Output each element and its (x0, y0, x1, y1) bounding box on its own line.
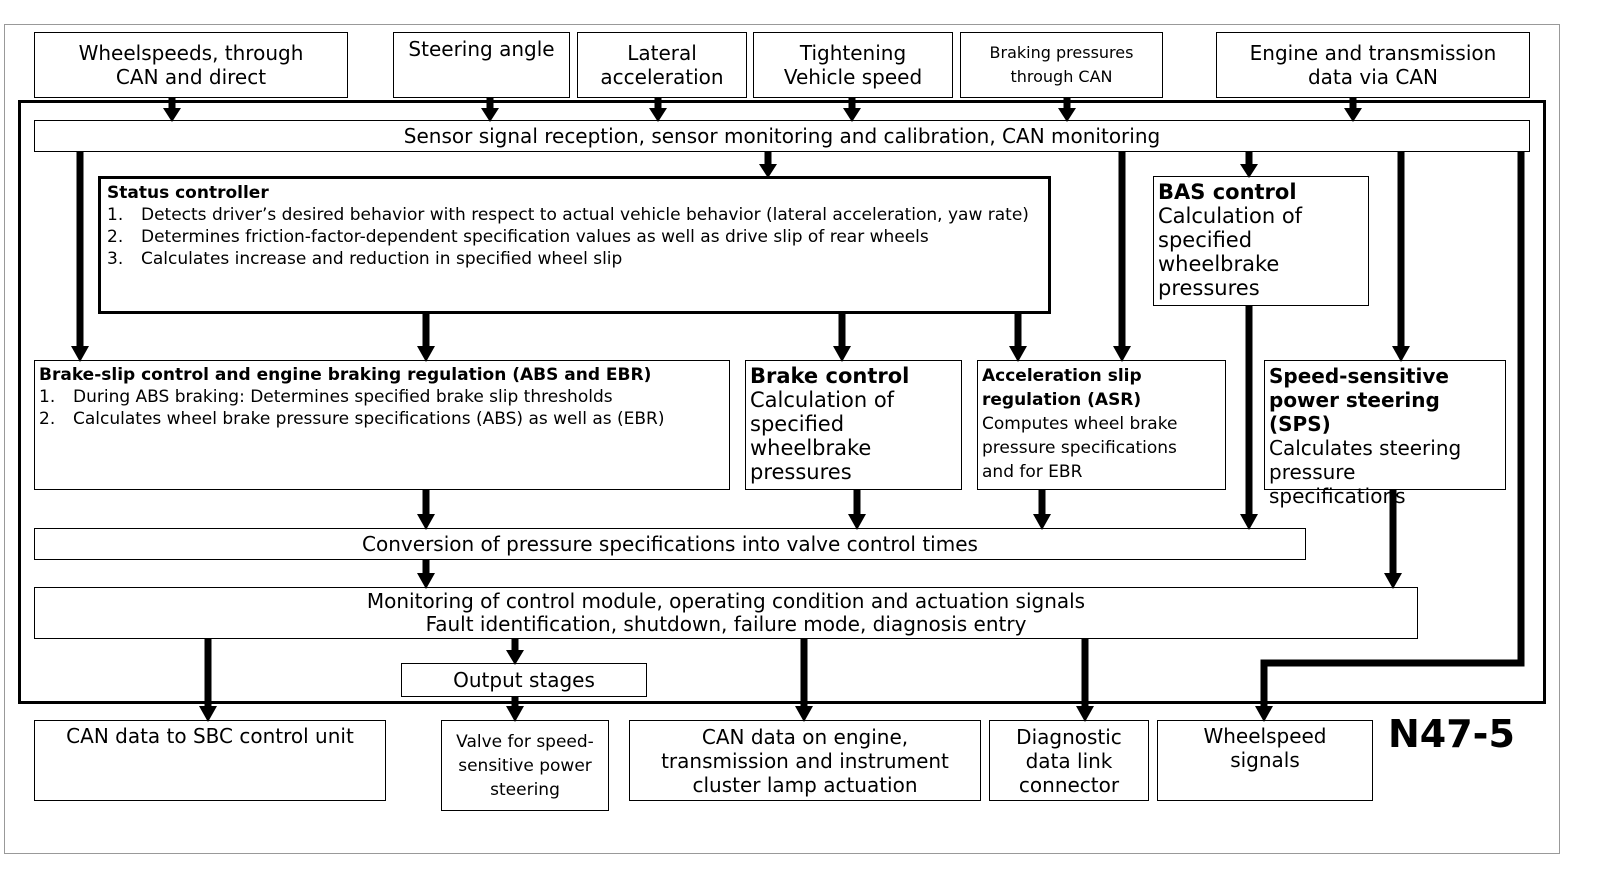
status-item-2: 2. Determines friction-factor-dependent s… (107, 226, 1042, 248)
input-steering-angle: Steering angle (393, 32, 570, 98)
input-braking-pressures: Braking pressures through CAN (960, 32, 1163, 98)
input-tightening-line1: Tightening (799, 41, 907, 65)
input-wheelspeeds: Wheelspeeds, through CAN and direct (34, 32, 348, 98)
bas-line-2: specified (1158, 228, 1253, 252)
abs-item-2: 2. Calculates wheel brake pressure specif… (39, 408, 725, 430)
status-controller-box: Status controller 1. Detects driver’s des… (98, 176, 1051, 314)
sps-line-2: pressure (1269, 460, 1356, 484)
status-controller-title: Status controller (107, 183, 269, 203)
output-wheelspeed-signals: Wheelspeed signals (1157, 720, 1373, 801)
input-lateral-line2: acceleration (600, 65, 724, 89)
brake-line-3: wheelbrake (750, 436, 872, 460)
output-diagnostic-connector: Diagnostic data link connector (989, 720, 1149, 801)
input-wheelspeeds-line2: CAN and direct (115, 65, 267, 89)
output-valve-line2: sensitive power (458, 755, 592, 776)
status-item-2-number: 2. (107, 227, 124, 247)
input-lateral-acceleration: Lateral acceleration (577, 32, 747, 98)
status-item-1-text: Detects driver’s desired behavior with r… (141, 205, 1029, 225)
input-braking-line1: Braking pressures (989, 43, 1134, 62)
output-can-sbc: CAN data to SBC control unit (34, 720, 386, 801)
asr-title-line2: regulation (ASR) (982, 390, 1142, 410)
output-diagnostic-line1: Diagnostic (1016, 724, 1122, 749)
sps-title-line2: power steering (SPS) (1269, 388, 1440, 436)
bas-line-4: pressures (1158, 276, 1260, 300)
asr-line-1: Computes wheel brake (982, 414, 1178, 434)
brake-line-4: pressures (750, 460, 852, 484)
input-lateral-line1: Lateral (627, 41, 697, 65)
input-engine-line2: data via CAN (1307, 65, 1439, 89)
brake-control-box: Brake control Calculation of specified w… (745, 360, 962, 490)
output-valve-sps: Valve for speed- sensitive power steerin… (441, 720, 609, 811)
abs-item-1: 1. During ABS braking: Determines specifi… (39, 386, 725, 408)
monitoring-line2: Fault identification, shutdown, failure … (425, 612, 1027, 636)
conversion-text: Conversion of pressure specifications in… (362, 532, 978, 556)
abs-item-1-number: 1. (39, 387, 56, 407)
brake-control-title: Brake control (750, 364, 910, 388)
status-item-1: 1. Detects driver’s desired behavior with… (107, 204, 1042, 226)
sps-line-1: Calculates steering (1269, 436, 1462, 460)
asr-box: Acceleration slip regulation (ASR) Compu… (977, 360, 1226, 490)
abs-ebr-box: Brake-slip control and engine braking re… (34, 360, 730, 490)
brake-line-2: specified (750, 412, 845, 436)
status-item-1-number: 1. (107, 205, 124, 225)
sensor-reception-bar: Sensor signal reception, sensor monitori… (34, 120, 1530, 152)
input-braking-line2: through CAN (1010, 67, 1113, 86)
output-diagnostic-line3: connector (1018, 772, 1120, 797)
sensor-reception-text: Sensor signal reception, sensor monitori… (403, 124, 1161, 148)
output-can-sbc-text: CAN data to SBC control unit (66, 724, 354, 748)
status-item-3: 3. Calculates increase and reduction in s… (107, 248, 1042, 270)
asr-title-line1: Acceleration slip (982, 366, 1142, 386)
abs-item-2-text: Calculates wheel brake pressure specific… (73, 409, 665, 429)
output-stages-text: Output stages (453, 668, 595, 692)
module-label: N47-5 (1388, 712, 1515, 756)
output-can-engine-line1: CAN data on engine, (701, 724, 909, 749)
input-tightening: Tightening Vehicle speed (753, 32, 953, 98)
bas-line-3: wheelbrake (1158, 252, 1280, 276)
sps-title-line1: Speed-sensitive (1269, 364, 1449, 388)
sps-box: Speed-sensitive power steering (SPS) Cal… (1264, 360, 1506, 508)
brake-line-1: Calculation of (750, 388, 895, 412)
bas-control-box: BAS control Calculation of specified whe… (1153, 176, 1369, 306)
abs-ebr-title: Brake-slip control and engine braking re… (39, 365, 652, 385)
asr-line-3: and for EBR (982, 462, 1083, 482)
status-item-3-text: Calculates increase and reduction in spe… (141, 249, 623, 269)
output-diagnostic-line2: data link (1025, 748, 1113, 773)
status-item-2-text: Determines friction-factor-dependent spe… (141, 227, 929, 247)
output-wheelspeed-line1: Wheelspeed (1203, 724, 1327, 748)
bas-control-title: BAS control (1158, 180, 1297, 204)
status-item-3-number: 3. (107, 249, 124, 269)
output-wheelspeed-line2: signals (1230, 748, 1300, 772)
bas-line-1: Calculation of (1158, 204, 1303, 228)
output-stages-box: Output stages (401, 663, 647, 697)
output-can-engine-line2: transmission and instrument (661, 748, 949, 773)
output-valve-line3: steering (490, 779, 560, 800)
control-module-border (18, 100, 1546, 704)
conversion-bar: Conversion of pressure specifications in… (34, 528, 1306, 560)
asr-line-2: pressure specifications (982, 438, 1177, 458)
input-steering-angle-label: Steering angle (408, 37, 555, 61)
output-valve-line1: Valve for speed- (456, 731, 594, 752)
input-tightening-line2: Vehicle speed (783, 65, 923, 89)
sps-line-3: specifications (1269, 484, 1406, 508)
input-engine-line1: Engine and transmission (1249, 41, 1497, 65)
input-wheelspeeds-line1: Wheelspeeds, through (78, 41, 304, 65)
figure-frame (4, 24, 1560, 854)
output-can-engine-line3: cluster lamp actuation (692, 772, 918, 797)
abs-item-2-number: 2. (39, 409, 56, 429)
abs-item-1-text: During ABS braking: Determines specified… (73, 387, 613, 407)
input-engine-transmission: Engine and transmission data via CAN (1216, 32, 1530, 98)
output-can-engine: CAN data on engine, transmission and ins… (629, 720, 981, 801)
monitoring-box: Monitoring of control module, operating … (34, 587, 1418, 639)
monitoring-line1: Monitoring of control module, operating … (366, 589, 1086, 613)
